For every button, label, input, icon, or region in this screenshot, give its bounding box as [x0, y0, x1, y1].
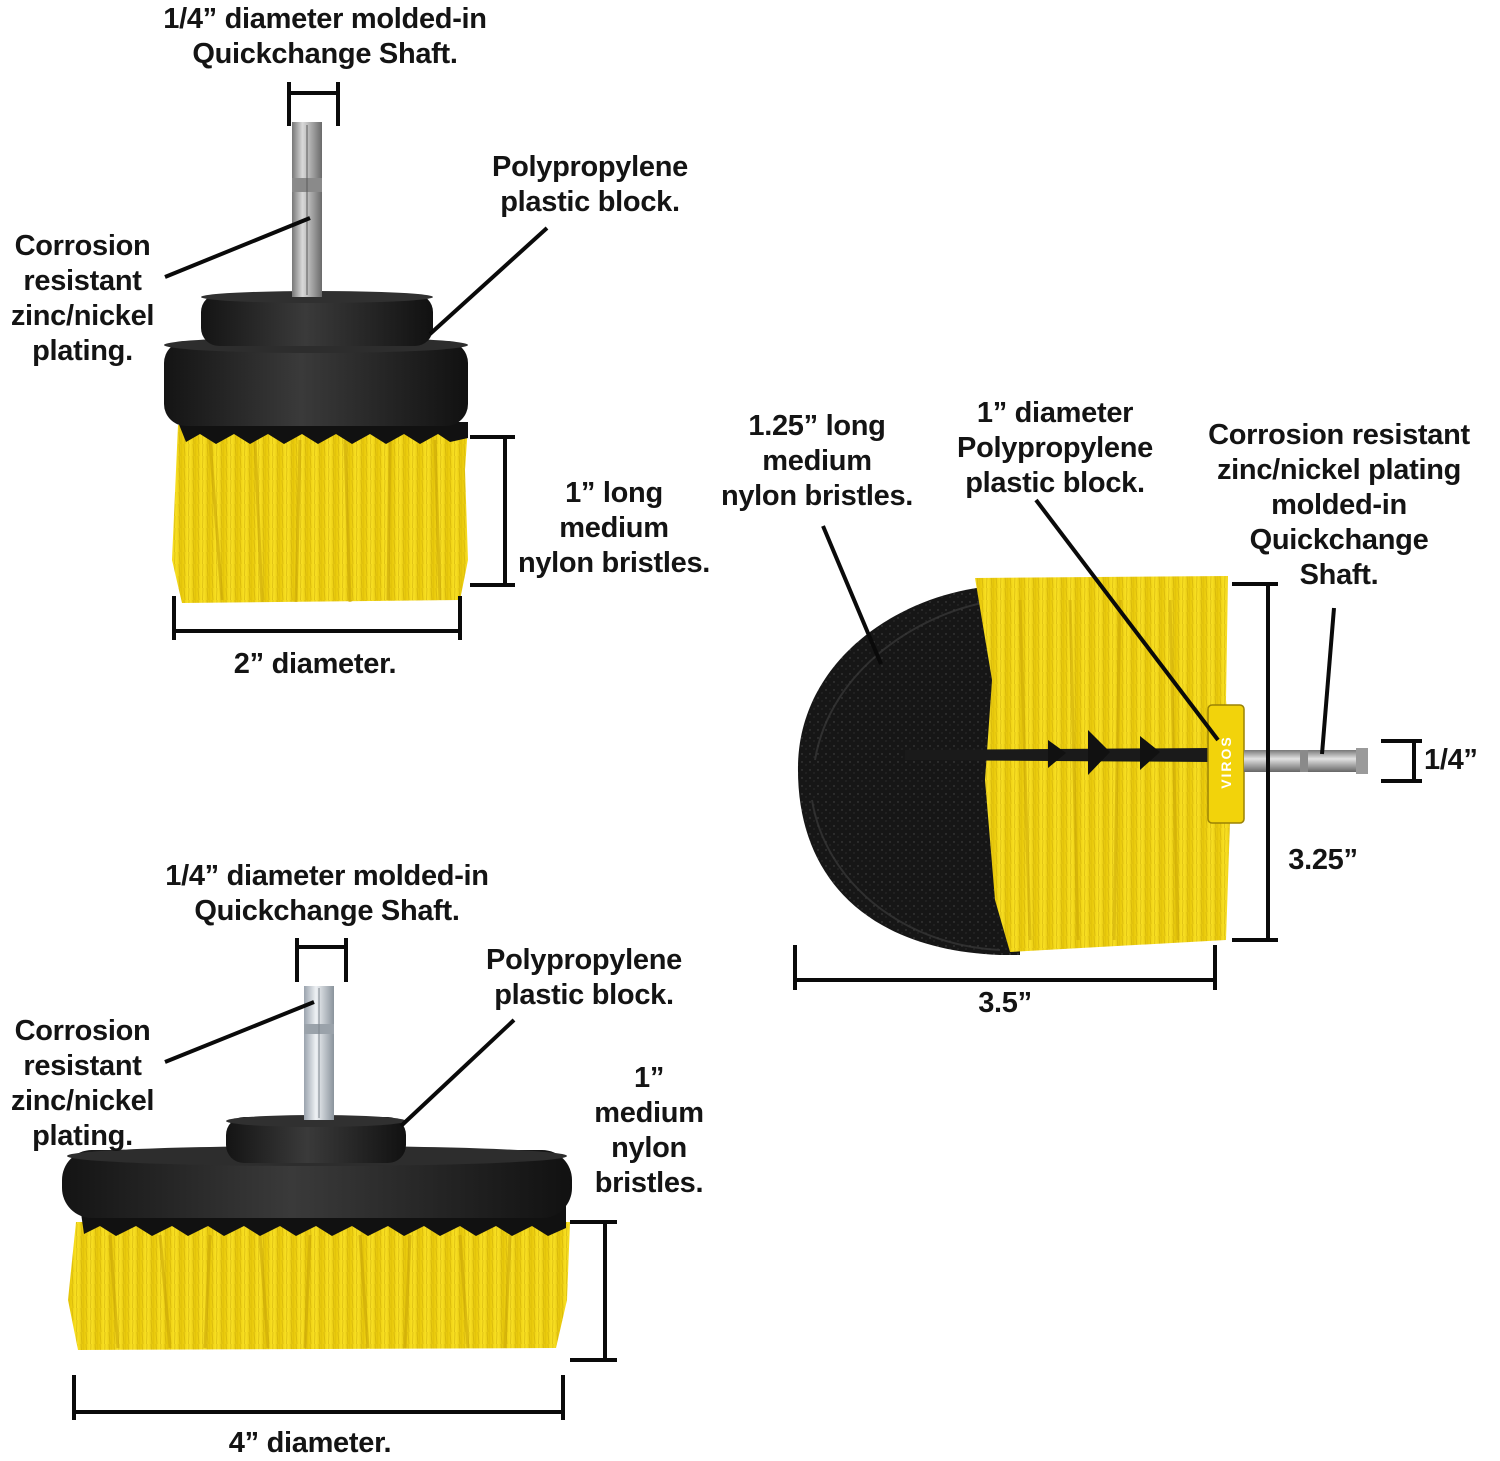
brush-drum-width-dim: 3.5” [978, 987, 1032, 1019]
plastic-block-lower [62, 1150, 572, 1218]
brush-drum-bristle-label: 1.25” long medium nylon bristles. [720, 410, 914, 512]
brush-2in-plating-label: Corrosion resistant zinc/nickel plating. [10, 230, 155, 367]
brush-4in-plating-label: Corrosion resistant zinc/nickel plating. [10, 1015, 155, 1152]
brush-drum-block-label: 1” diameter Polypropylene plastic block. [957, 397, 1153, 499]
width-bracket [793, 945, 1217, 990]
bristle-teeth [178, 422, 468, 444]
shaft [292, 122, 322, 297]
diameter-bracket [172, 596, 462, 640]
brush-drum-height-dim: 3.25” [1288, 844, 1358, 876]
block-leader [1034, 498, 1220, 742]
bristles [172, 425, 468, 603]
brush-4in-bristle-label: 1” medium nylon bristles. [594, 1062, 704, 1199]
brush-drum [797, 576, 1368, 955]
plastic-block-upper [226, 1117, 406, 1163]
brush-2in [164, 122, 468, 603]
plating-leader [164, 216, 311, 279]
block-leader [428, 226, 549, 336]
plastic-block-lower [164, 341, 468, 426]
yellow-bristle-drum [975, 576, 1232, 952]
brush-2in-shaft-label: 1/4” diameter molded-in Quickchange Shaf… [163, 3, 487, 70]
block-leader [399, 1018, 516, 1128]
brush-drum-callouts [793, 498, 1422, 990]
brush-4in-diameter-label: 4” diameter. [228, 1427, 392, 1459]
plastic-block-upper [201, 294, 433, 346]
brush-4in-block-label: Polypropylene plastic block. [486, 944, 682, 1011]
brush-4in [62, 986, 572, 1350]
shaft-dimension-bracket [295, 938, 348, 982]
plating-leader [1320, 607, 1336, 755]
plating-leader [164, 1000, 315, 1064]
shaft-dimension-bracket [1381, 739, 1422, 783]
diameter-bracket [72, 1375, 565, 1420]
bristles [68, 1222, 570, 1350]
shaft-dimension-bracket [287, 82, 340, 126]
bristle-leader [821, 525, 883, 665]
dark-bristle-dome [797, 585, 1020, 955]
brush-2in-diameter-label: 2” diameter. [233, 648, 397, 680]
shaft [1244, 748, 1368, 774]
brush-drum-shaft-dim: 1/4” [1424, 744, 1478, 776]
bristle-height-bracket [570, 1220, 617, 1362]
brush-2in-bristle-label: 1” long medium nylon bristles. [517, 477, 711, 579]
bristle-height-bracket [470, 435, 515, 587]
brush-drum-plating-label: Corrosion resistant zinc/nickel plating … [1208, 419, 1470, 591]
shaft [304, 986, 334, 1120]
brush-2in-callouts [164, 82, 549, 640]
core-spine [905, 730, 1210, 775]
brush-2in-block-label: Polypropylene plastic block. [492, 151, 688, 218]
brush-4in-shaft-label: 1/4” diameter molded-in Quickchange Shaf… [165, 860, 489, 927]
brush-4in-callouts [72, 938, 617, 1420]
brand-logo: VIROS [1218, 735, 1234, 789]
height-bracket [1232, 582, 1278, 942]
